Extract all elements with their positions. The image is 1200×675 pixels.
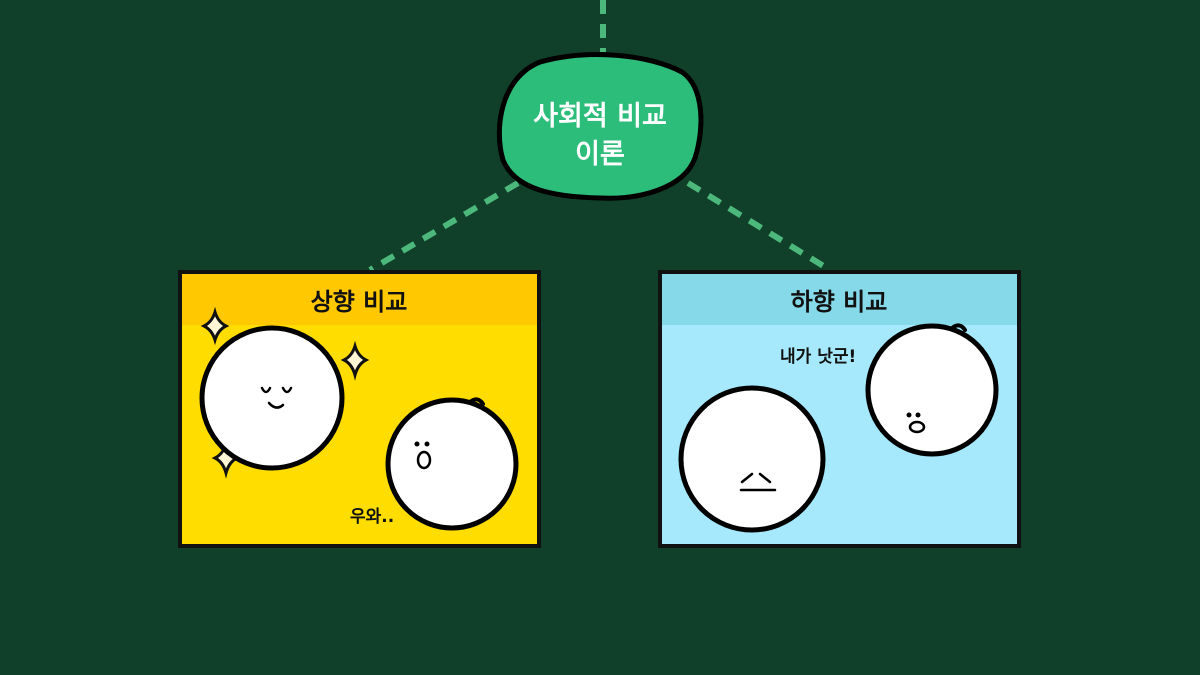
confident-character bbox=[199, 325, 345, 471]
amazed-character bbox=[385, 397, 519, 531]
sad-character bbox=[678, 385, 826, 533]
downward-comparison-title: 하향 비교 bbox=[791, 288, 888, 316]
root-node: 사회적 비교 이론 bbox=[496, 52, 704, 201]
root-node-title-line2: 이론 bbox=[575, 139, 625, 170]
downward-speech: 내가 낫군! bbox=[780, 347, 856, 367]
connector-right bbox=[686, 180, 832, 273]
connectors bbox=[368, 0, 832, 273]
smug-character bbox=[865, 323, 999, 457]
upward-comparison-panel: 상향 비교 우와.. bbox=[178, 270, 541, 548]
connector-left bbox=[368, 180, 520, 273]
downward-comparison-panel: 하향 비교 내가 낫군! bbox=[658, 270, 1021, 548]
root-node-title-line1: 사회적 비교 bbox=[533, 101, 667, 132]
upward-speech: 우와.. bbox=[350, 507, 394, 527]
upward-comparison-title: 상향 비교 bbox=[311, 288, 408, 316]
